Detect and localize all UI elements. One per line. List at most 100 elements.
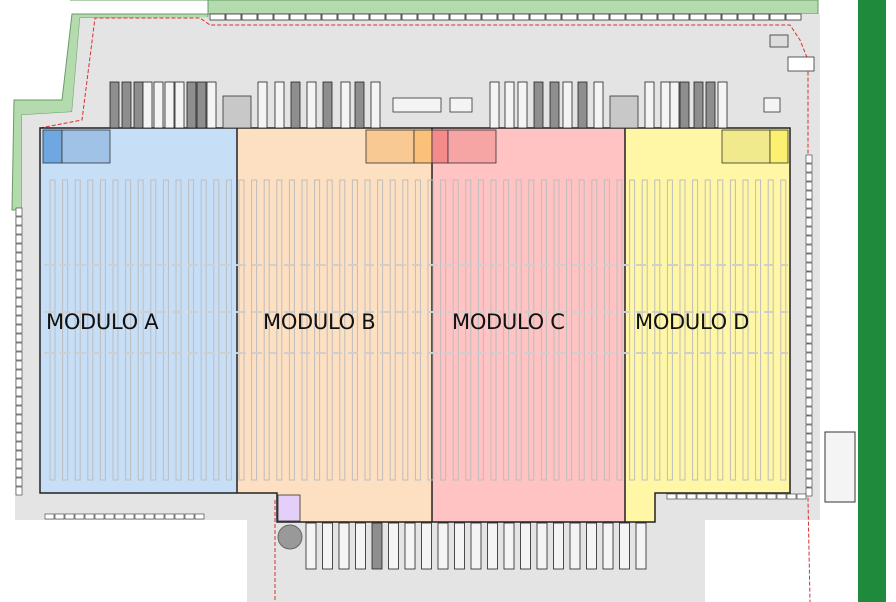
- parking-space: [805, 289, 813, 299]
- rack: [301, 179, 308, 481]
- parking-space: [726, 493, 737, 500]
- truck-top: [549, 81, 560, 129]
- truck-top: [489, 81, 500, 129]
- parking-space: [114, 513, 125, 520]
- parking-space: [736, 493, 747, 500]
- parking-space: [353, 13, 370, 21]
- module-c-extension: [432, 492, 625, 522]
- rack: [99, 179, 106, 481]
- parking-space: [15, 225, 23, 235]
- parking-space: [696, 493, 707, 500]
- rack: [87, 179, 94, 481]
- parking-space: [673, 13, 690, 21]
- rack: [490, 179, 497, 481]
- rack: [515, 179, 522, 481]
- parking-space: [154, 513, 165, 520]
- parking-space: [676, 493, 687, 500]
- parking-space: [15, 261, 23, 271]
- parking-space: [805, 460, 813, 470]
- rack: [377, 179, 384, 481]
- truck-top: [306, 81, 317, 129]
- rack: [314, 179, 321, 481]
- parking-space: [805, 217, 813, 227]
- parking-space: [805, 415, 813, 425]
- rack: [188, 179, 195, 481]
- parking-space: [805, 199, 813, 209]
- parking-space: [805, 271, 813, 281]
- rack: [755, 179, 762, 481]
- parking-space: [15, 486, 23, 496]
- parking-space: [805, 388, 813, 398]
- parking-space: [805, 307, 813, 317]
- truck-top: [705, 81, 716, 129]
- parking-space: [805, 325, 813, 335]
- parking-space: [15, 396, 23, 406]
- rack: [402, 179, 409, 481]
- parking-space: [805, 316, 813, 326]
- parking-space: [805, 280, 813, 290]
- parking-space: [706, 493, 717, 500]
- parking-space: [805, 469, 813, 479]
- rack: [540, 179, 547, 481]
- tank: [277, 524, 303, 550]
- lilac-room: [277, 494, 301, 522]
- parking-space: [385, 13, 402, 21]
- parking-space: [337, 13, 354, 21]
- office: [413, 129, 433, 164]
- rack: [553, 179, 560, 481]
- truck-bottom: [355, 522, 366, 570]
- truck-top: [196, 81, 207, 129]
- truck-top: [257, 81, 268, 129]
- truck-top: [174, 81, 185, 129]
- truck-bottom: [371, 522, 383, 570]
- booth: [787, 56, 815, 72]
- booth: [769, 34, 789, 48]
- rack: [729, 179, 736, 481]
- parking-space: [561, 13, 578, 21]
- parking-space: [666, 493, 677, 500]
- gatehouse: [763, 97, 781, 113]
- truck-bottom: [487, 522, 498, 570]
- parking-space: [805, 406, 813, 416]
- parking-space: [15, 324, 23, 334]
- module-a-label: MODULO A: [46, 310, 159, 334]
- white-area: [15, 520, 247, 602]
- module-d-area: [625, 128, 790, 493]
- rack: [452, 179, 459, 481]
- truck-top: [669, 81, 680, 129]
- rack: [125, 179, 132, 481]
- parking-space: [15, 207, 23, 217]
- booth: [824, 431, 856, 503]
- truck-bottom: [619, 522, 630, 570]
- building-outline: [39, 127, 791, 523]
- parking-space: [805, 181, 813, 191]
- rack: [477, 179, 484, 481]
- module-b-label: MODULO B: [263, 310, 376, 334]
- parking-space: [805, 379, 813, 389]
- parking-space: [481, 13, 498, 21]
- parking-space: [609, 13, 626, 21]
- rack: [225, 179, 232, 481]
- truck-bottom: [536, 522, 548, 570]
- office-hatched: [61, 129, 111, 164]
- parking-space: [449, 13, 466, 21]
- parking-space: [321, 13, 338, 21]
- parking-space: [805, 442, 813, 452]
- office-hatched: [447, 129, 497, 164]
- parking-space: [134, 513, 145, 520]
- parking-space: [15, 405, 23, 415]
- truck-top: [290, 81, 301, 129]
- parking-space: [805, 262, 813, 272]
- rack: [666, 179, 673, 481]
- rack: [263, 179, 270, 481]
- parking-space: [545, 13, 562, 21]
- truck-bottom: [569, 522, 581, 570]
- truck-top: [562, 81, 573, 129]
- parking-space: [15, 216, 23, 226]
- parking-space: [513, 13, 530, 21]
- parking-space: [805, 163, 813, 173]
- parking-space: [15, 234, 23, 244]
- parking-space: [15, 477, 23, 487]
- parking-space: [785, 13, 802, 21]
